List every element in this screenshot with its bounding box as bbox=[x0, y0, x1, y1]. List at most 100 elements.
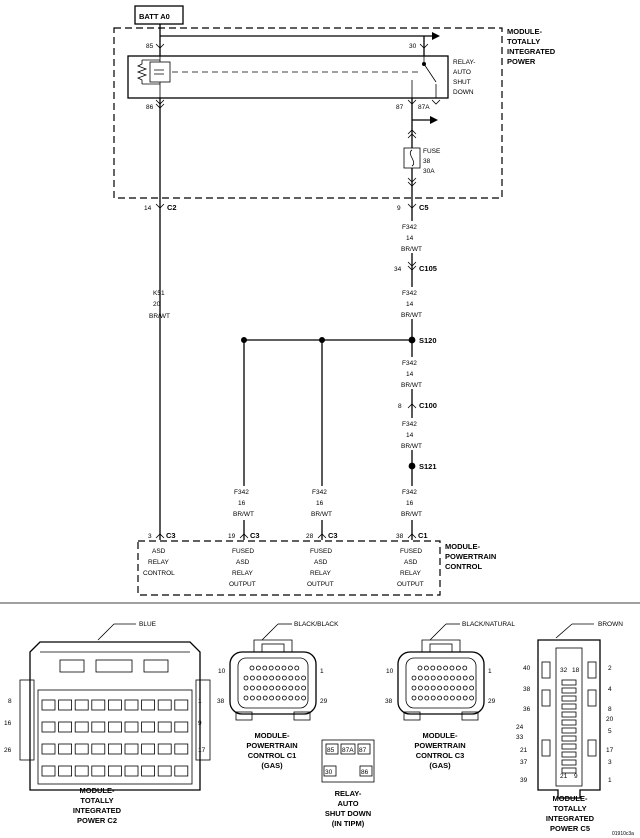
pcm-c3-3-pin: 3 bbox=[148, 533, 152, 540]
pin-cavity bbox=[288, 675, 294, 681]
svg-text:87: 87 bbox=[359, 747, 367, 754]
svg-text:ASD: ASD bbox=[314, 559, 328, 566]
svg-text:38: 38 bbox=[523, 686, 531, 693]
c2-cavity bbox=[141, 699, 156, 711]
svg-text:MODULE-: MODULE- bbox=[445, 542, 480, 551]
svg-text:POWERTRAIN: POWERTRAIN bbox=[246, 741, 297, 750]
pin-cavity bbox=[281, 665, 287, 671]
pin-cavity bbox=[424, 685, 430, 691]
svg-text:AUTO: AUTO bbox=[453, 69, 471, 76]
c2-cavity bbox=[58, 721, 72, 733]
c2-cavity bbox=[174, 721, 189, 733]
svg-text:BR/WT: BR/WT bbox=[311, 511, 332, 518]
pcm-module-label: MODULE- POWERTRAIN CONTROL bbox=[445, 542, 496, 571]
pcm-func-fused-output-c: FUSED ASD RELAY OUTPUT bbox=[397, 548, 424, 588]
pcm-c3-color: BLACK/NATURAL bbox=[462, 621, 515, 628]
svg-text:RELAY: RELAY bbox=[232, 570, 253, 577]
svg-text:POWERTRAIN: POWERTRAIN bbox=[414, 741, 465, 750]
c2-cavity bbox=[157, 765, 172, 777]
c2-cavity bbox=[124, 743, 139, 755]
c100-name: C100 bbox=[419, 401, 437, 410]
svg-text:RELAY: RELAY bbox=[400, 570, 421, 577]
pcm-func-fused-output-b: FUSED ASD RELAY OUTPUT bbox=[307, 548, 334, 588]
pin-cavity bbox=[411, 675, 417, 681]
c2-cavity bbox=[174, 765, 189, 777]
pin-cavity bbox=[262, 675, 268, 681]
svg-text:24: 24 bbox=[516, 724, 524, 731]
svg-text:TOTALLY: TOTALLY bbox=[507, 37, 540, 46]
pcm-c3-28-pin: 28 bbox=[306, 533, 314, 540]
svg-text:DOWN: DOWN bbox=[453, 89, 474, 96]
svg-text:30: 30 bbox=[325, 769, 333, 776]
tipm-module-label: MODULE- TOTALLY INTEGRATED POWER bbox=[507, 27, 556, 66]
c2-cavity bbox=[141, 743, 156, 755]
pin-cavity bbox=[287, 665, 293, 671]
svg-text:RELAY-: RELAY- bbox=[453, 59, 475, 66]
svg-text:CONTROL: CONTROL bbox=[143, 570, 175, 577]
pin-cavity bbox=[411, 695, 417, 701]
svg-text:3: 3 bbox=[608, 759, 612, 766]
pin-cavity bbox=[449, 685, 455, 691]
svg-text:CONTROL C1: CONTROL C1 bbox=[248, 751, 297, 760]
pcm-c1-color: BLACK/BLACK bbox=[294, 621, 339, 628]
pin-cavity bbox=[462, 685, 468, 691]
svg-text:ASD: ASD bbox=[152, 548, 166, 555]
svg-text:1: 1 bbox=[320, 668, 324, 675]
svg-text:FUSED: FUSED bbox=[400, 548, 422, 555]
pin-cavity bbox=[456, 675, 462, 681]
pcm-c3-19-name: C3 bbox=[250, 531, 260, 540]
svg-text:POWER: POWER bbox=[507, 57, 536, 66]
c2-cavity bbox=[124, 765, 139, 777]
pin-cavity bbox=[437, 685, 443, 691]
c2-cavity bbox=[74, 721, 89, 733]
pin-cavity bbox=[436, 665, 442, 671]
svg-text:16: 16 bbox=[316, 500, 324, 507]
pin-cavity bbox=[294, 695, 300, 701]
pin-cavity bbox=[462, 675, 468, 681]
svg-text:14: 14 bbox=[406, 432, 414, 439]
pin-cavity bbox=[430, 685, 436, 691]
svg-text:OUTPUT: OUTPUT bbox=[397, 581, 424, 588]
c2-cavity bbox=[41, 699, 56, 711]
pin-cavity bbox=[243, 685, 249, 691]
pin-cavity bbox=[281, 695, 287, 701]
svg-text:SHUT: SHUT bbox=[453, 79, 471, 86]
svg-text:BR/WT: BR/WT bbox=[233, 511, 254, 518]
svg-text:21: 21 bbox=[520, 747, 528, 754]
svg-text:F342: F342 bbox=[402, 421, 417, 428]
svg-text:MODULE-: MODULE- bbox=[553, 794, 588, 803]
pin-cavity bbox=[269, 695, 275, 701]
pin-cavity bbox=[417, 675, 423, 681]
pin-87-label: 87 bbox=[396, 104, 404, 111]
svg-text:14: 14 bbox=[406, 301, 414, 308]
pin-cavity bbox=[294, 665, 300, 671]
svg-text:TOTALLY: TOTALLY bbox=[553, 804, 586, 813]
svg-text:RELAY: RELAY bbox=[310, 570, 331, 577]
pin-cavity bbox=[455, 665, 461, 671]
svg-text:1: 1 bbox=[488, 668, 492, 675]
s121-label: S121 bbox=[419, 462, 437, 471]
c105-pin: 34 bbox=[394, 266, 402, 273]
pin-cavity bbox=[449, 665, 455, 671]
pin-cavity bbox=[256, 685, 262, 691]
pin-cavity bbox=[430, 665, 436, 671]
connector-tipm-c2: BLUE 8 1 16 9 26 17 MODULE- TOTALLY INTE… bbox=[4, 621, 211, 825]
c2-cavity bbox=[108, 699, 122, 711]
svg-text:16: 16 bbox=[238, 500, 246, 507]
svg-text:5: 5 bbox=[608, 728, 612, 735]
fuse-label: FUSE 38 30A bbox=[423, 148, 441, 175]
asd-relay-box bbox=[127, 55, 449, 99]
c2-cavity bbox=[91, 699, 106, 711]
pin-cavity bbox=[469, 685, 475, 691]
pin-cavity bbox=[443, 695, 449, 701]
svg-text:4: 4 bbox=[608, 686, 612, 693]
pin-cavity bbox=[443, 675, 449, 681]
svg-text:38: 38 bbox=[385, 698, 393, 705]
c5-slot bbox=[561, 711, 577, 718]
c5-slot bbox=[561, 719, 577, 726]
c5-pin: 9 bbox=[397, 205, 401, 212]
svg-text:F342: F342 bbox=[402, 224, 417, 231]
k51-wire-label: K51 20 BR/WT bbox=[149, 290, 170, 320]
pin-cavity bbox=[281, 685, 287, 691]
relay-label: RELAY- AUTO SHUT DOWN bbox=[453, 59, 475, 96]
